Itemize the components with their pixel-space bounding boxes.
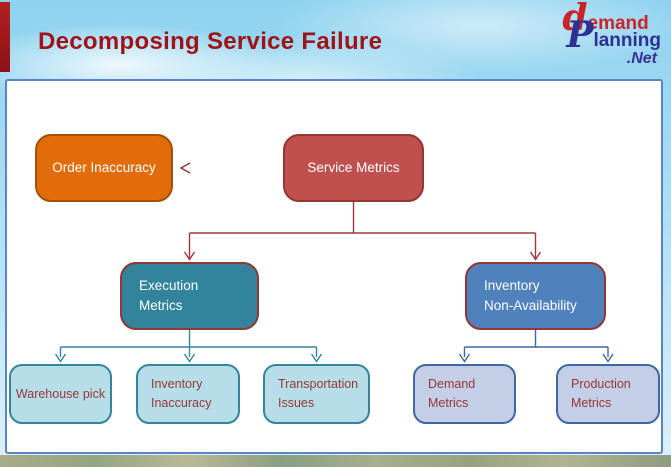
node-inventory-non-availability: Inventory Non-Availability <box>465 262 606 330</box>
logo-initial-p: P <box>566 13 594 56</box>
logo-text-emand: emand <box>587 12 649 34</box>
background-landscape-strip <box>0 455 671 467</box>
logo-text-lanning: lanning <box>593 29 661 51</box>
slide-title: Decomposing Service Failure <box>38 28 383 55</box>
header-accent-bar <box>0 2 10 72</box>
node-warehouse-pick: Warehouse pick <box>9 364 112 424</box>
node-inventory-inaccuracy: Inventory Inaccuracy <box>136 364 240 424</box>
node-production-metrics: Production Metrics <box>556 364 660 424</box>
node-demand-metrics: Demand Metrics <box>413 364 516 424</box>
node-transportation-issues: Transportation Issues <box>263 364 370 424</box>
node-execution-metrics: Execution Metrics <box>120 262 259 330</box>
node-service-metrics: Service Metrics <box>283 134 424 202</box>
node-order-inaccuracy: Order Inaccuracy <box>35 134 173 202</box>
logo-text-net: .Net <box>626 49 657 67</box>
logo-initial-d: d <box>562 0 588 39</box>
